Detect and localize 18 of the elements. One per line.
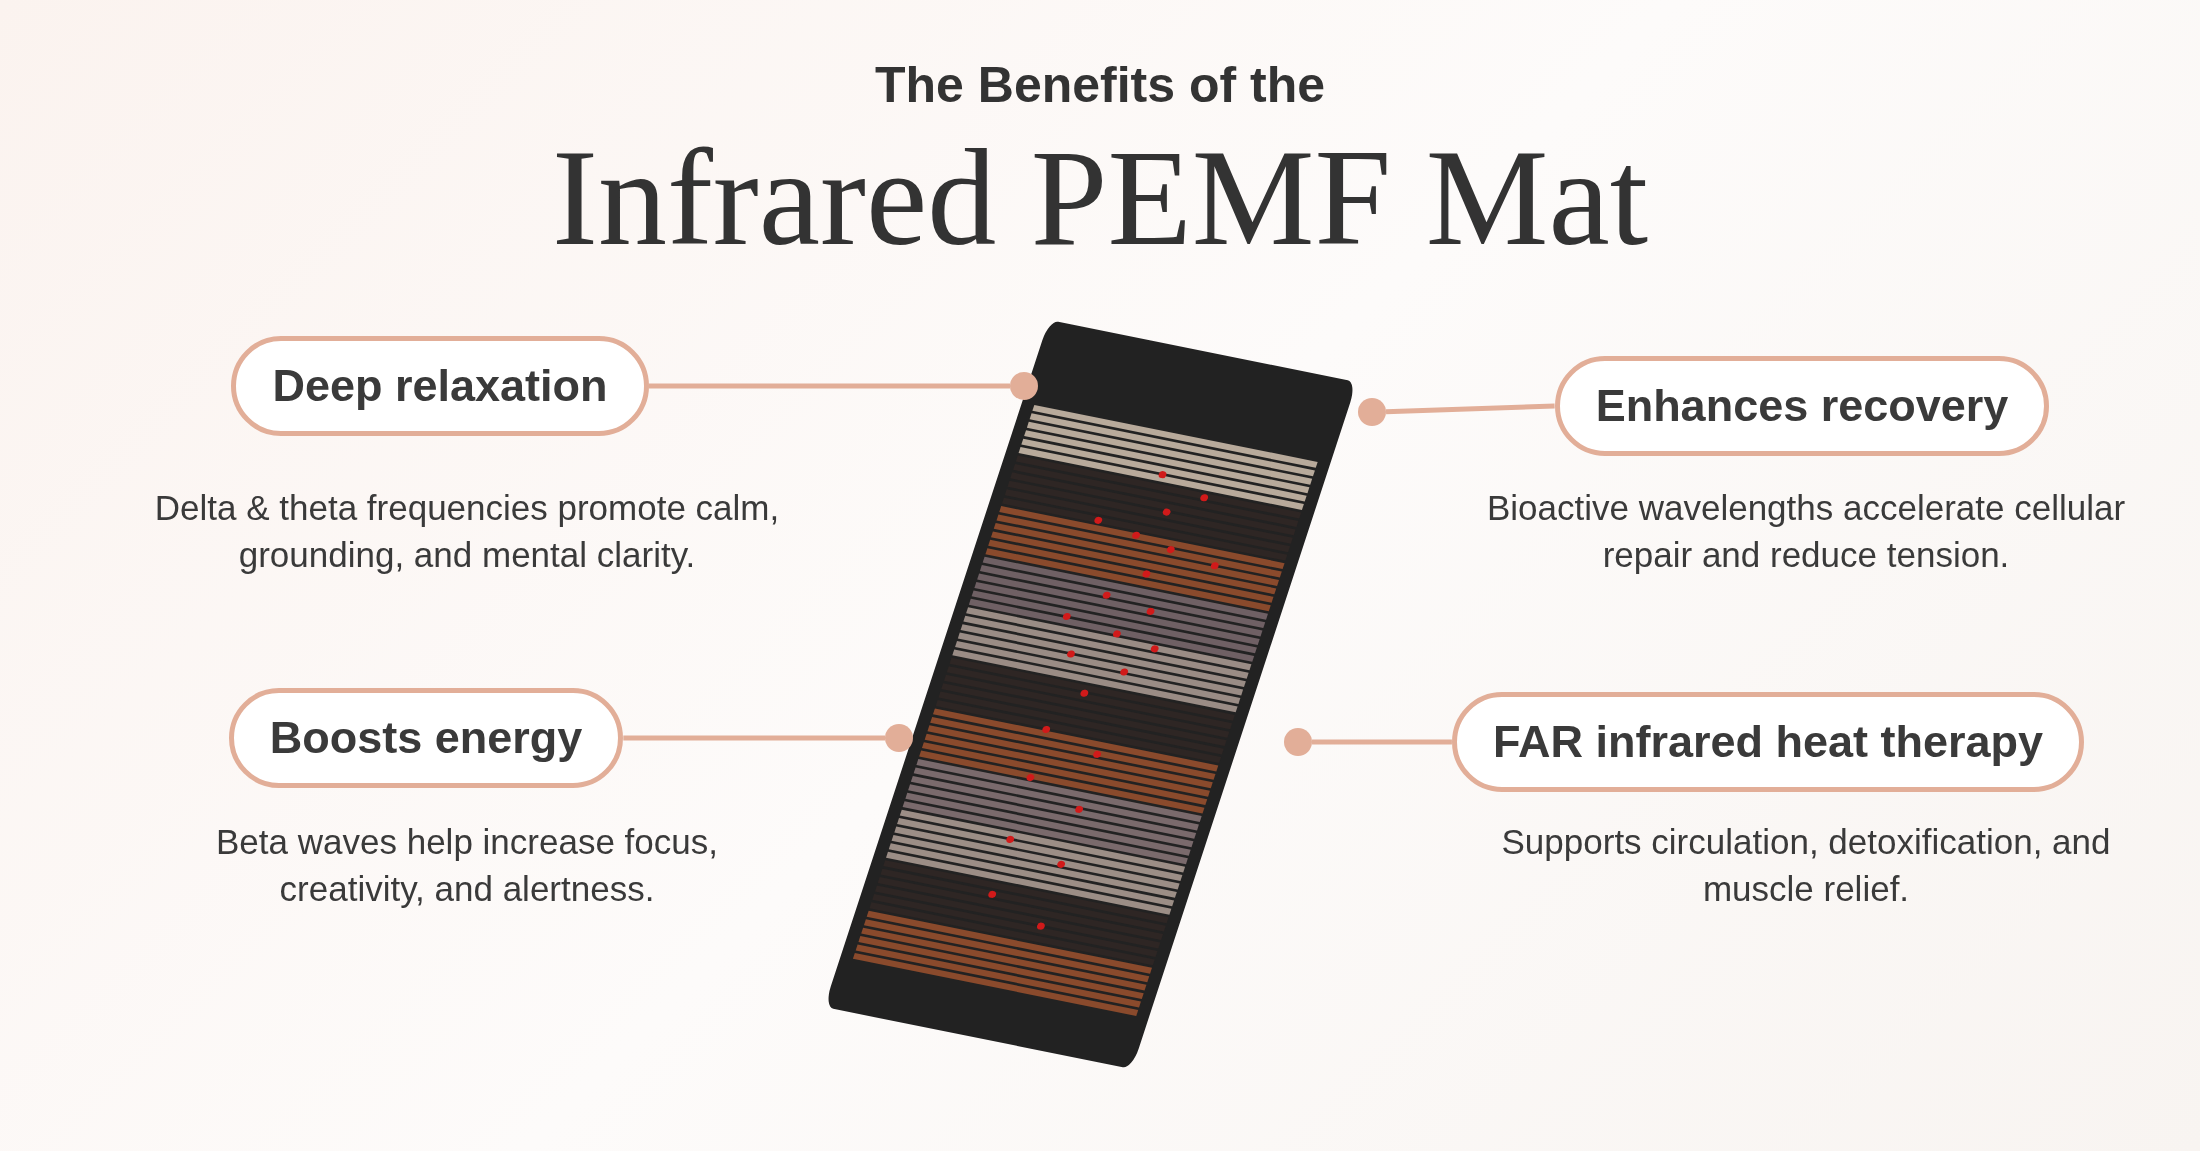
subtitle-heading: The Benefits of the xyxy=(875,56,1325,114)
benefit-pill: Enhances recovery xyxy=(1554,356,2050,456)
connector-dot xyxy=(1284,728,1312,756)
benefit-pill: FAR infrared heat therapy xyxy=(1451,692,2085,792)
benefit-description: Delta & theta frequencies promote calm, grounding, and mental clarity. xyxy=(153,487,781,576)
leader-line xyxy=(623,735,885,741)
benefit-pill: Boosts energy xyxy=(228,688,624,788)
benefit-description: Beta waves help increase focus, creativity, and alertness. xyxy=(215,821,719,910)
title-heading: Infrared PEMF Mat xyxy=(551,120,1649,276)
connector-dot xyxy=(1358,398,1386,426)
leader-line xyxy=(1385,403,1555,415)
connector-dot xyxy=(1010,372,1038,400)
leader-line xyxy=(1312,739,1452,745)
benefit-description: Bioactive wavelengths accelerate cellular repair and reduce tension. xyxy=(1485,487,2127,576)
leader-line xyxy=(648,383,1010,389)
benefit-description: Supports circulation, detoxification, and muscle relief. xyxy=(1500,821,2112,910)
benefit-pill: Deep relaxation xyxy=(231,336,649,436)
connector-dot xyxy=(885,724,913,752)
